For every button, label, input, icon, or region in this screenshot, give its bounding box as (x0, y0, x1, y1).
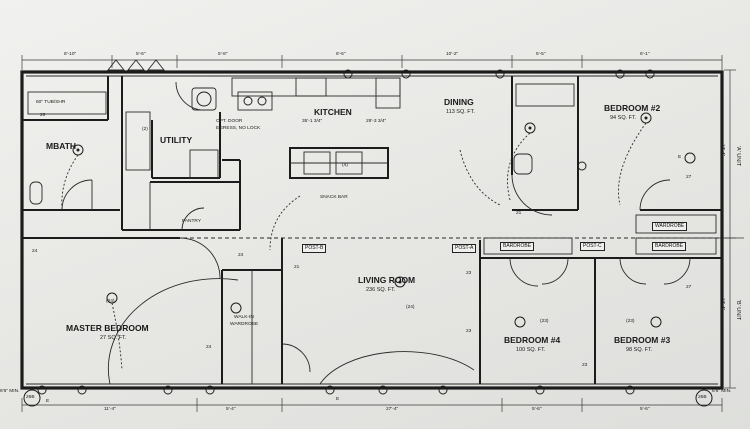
room-bedroom2-name: BEDROOM #2 (604, 103, 661, 113)
sym-24p-a: (24) (406, 305, 415, 310)
room-living-area: 236 SQ. FT. (366, 287, 396, 293)
sym-21-b: 21 (294, 265, 300, 270)
room-mbath-name: MBATH (46, 141, 77, 151)
note-wardrobe: WARDROBE (230, 322, 259, 327)
dim-bottom-1: 5'-4" (226, 407, 236, 412)
room-master-area: 27 SQ. FT. (100, 335, 127, 341)
note-kitchen-dim2: 29'-3 3/4" (366, 119, 387, 124)
note-egress: EGRESS, NO LOCK (216, 126, 261, 131)
sym-24-b: 24 (238, 253, 244, 258)
dim-bottom-2: 27'-4" (386, 407, 399, 412)
master-walls (22, 237, 311, 384)
sym-e-c: E (336, 397, 340, 402)
living-arcs (107, 278, 475, 385)
note-unit-a: 'A' UNIT (735, 146, 741, 167)
room-bedroom3-name: BEDROOM #3 (614, 335, 671, 345)
badge-right: 26B (698, 395, 707, 400)
sym-23p-b: (23) (626, 319, 635, 324)
sym-24p-b: (24) (106, 299, 115, 304)
dim-right-0: 13'-4" (720, 144, 725, 157)
dim-top-5: 5'-5" (536, 52, 546, 57)
dim-top-3: 6'-6" (336, 52, 346, 57)
mbath-walls (22, 76, 123, 230)
dim-right-1: 13'-4" (720, 298, 725, 311)
room-bedroom2-area: 94 SQ. FT. (610, 115, 637, 121)
top-dimension-lines (21, 55, 723, 70)
room-bedroom3-area: 98 SQ. FT. (626, 347, 653, 353)
note-pantry: PANTRY (182, 219, 202, 224)
room-bedroom4-area: 100 SQ. FT. (516, 347, 546, 353)
dim-bottom-0: 11'-4" (104, 407, 116, 412)
sym-25: 25 (40, 113, 46, 118)
room-kitchen-name: KITCHEN (314, 107, 352, 117)
dim-top-6: 6'-1" (640, 52, 650, 57)
sym-24-a: 24 (32, 249, 38, 254)
dim-top-0: 8'-10" (64, 52, 77, 57)
dim-top-4: 10'-2" (446, 52, 459, 57)
note-min-left: 6'6" MIN. (0, 389, 20, 394)
note-snack-bar: SNACK BAR (320, 195, 348, 200)
wiring-curves (61, 122, 647, 371)
bedroom2-walls (511, 76, 722, 234)
note-post-b: POST-B (302, 244, 327, 253)
sym-e-b: E (46, 399, 50, 404)
room-dining-name: DINING (444, 97, 474, 107)
sym-e-a: E (678, 155, 682, 160)
note-post-a: POST-A (452, 244, 477, 253)
note-opt-door: OPT. DOOR (216, 119, 243, 124)
dim-top-1: 5'-6" (136, 52, 146, 57)
sym-24-c: 24 (206, 345, 212, 350)
note-kitchen-dim: 35'-1 3/4" (302, 119, 323, 124)
bottom-dimension-lines (21, 398, 723, 412)
room-dining-area: 113 SQ. FT. (446, 109, 475, 115)
sym-23-c: 23 (582, 363, 588, 368)
room-bedroom4-name: BEDROOM #4 (504, 335, 561, 345)
electrical-symbols (23, 69, 713, 407)
sym-27-b: 27 (686, 285, 692, 290)
note-unit-b: 'B' UNIT (735, 300, 741, 321)
window-markers (107, 59, 165, 71)
sym-23p-a: (23) (540, 319, 549, 324)
right-dimension-lines (716, 69, 744, 389)
room-utility-name: UTILITY (160, 135, 193, 145)
sym-2: (2) (142, 127, 148, 132)
pantry-walls (122, 159, 241, 231)
note-bardrobe-left: BARDROBE (500, 242, 535, 251)
sym-23-b: 23 (466, 329, 472, 334)
note-wardrobe-top: WARDROBE (652, 222, 688, 231)
sym-21-a: 21 (516, 211, 522, 216)
room-master-name: MASTER BEDROOM (66, 323, 149, 333)
dim-bottom-3: 5'-6" (532, 407, 542, 412)
bedroom34-walls (479, 237, 722, 384)
sym-23-a: 23 (466, 271, 472, 276)
dim-top-2: 5'-8" (218, 52, 228, 57)
badge-left: 26B (26, 395, 35, 400)
note-bardrobe-right: BARDROBE (652, 242, 687, 251)
utility-walls (125, 81, 221, 179)
note-min-right: 6'6" MIN. (712, 389, 732, 394)
dim-bottom-4: 5'-6" (640, 407, 650, 412)
note-tub: 60" TUB/SHR (36, 100, 66, 105)
note-walkin: WALK-IN (234, 315, 254, 320)
kitchen-counters (231, 77, 401, 179)
note-post-c: POST-C (580, 242, 605, 251)
exterior-wall (20, 70, 724, 390)
room-living-name: LIVING ROOM (358, 275, 416, 285)
sym-27-a: 27 (686, 175, 692, 180)
sym-4: (4) (342, 163, 348, 168)
